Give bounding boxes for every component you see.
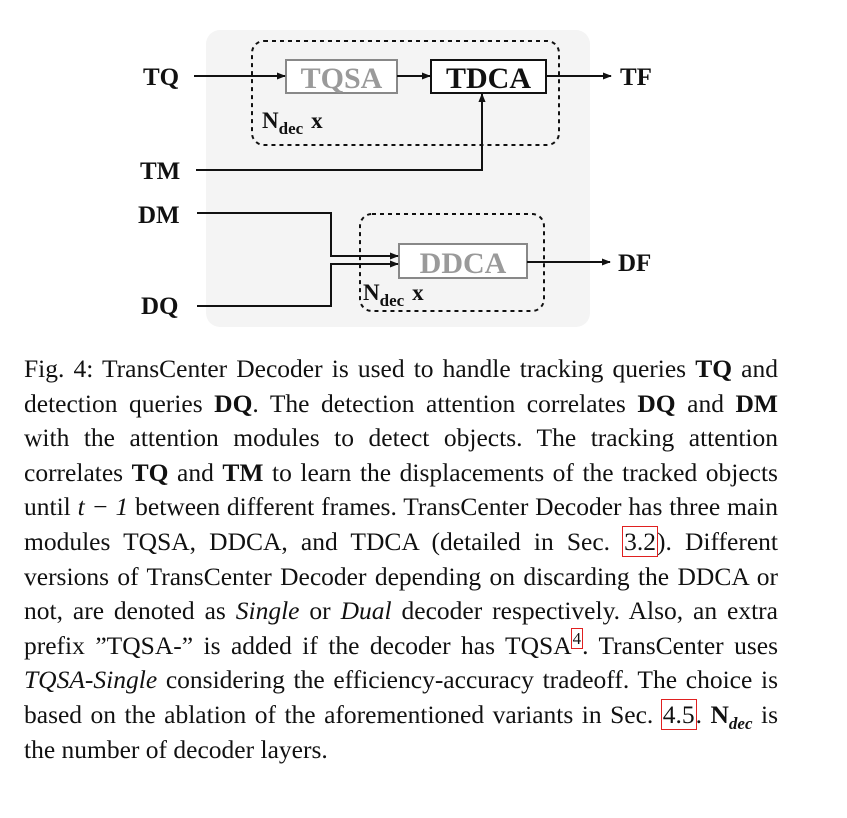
section-3-2-link[interactable]: 3.2 [622,525,659,557]
section-4-5-link[interactable]: 4.5 [660,698,697,730]
dm-arrow [197,212,399,260]
figure-caption: Fig. 4: TransCenter Decoder is used to h… [24,354,779,764]
ddca-module-box [398,243,528,279]
df-output-label: DF [618,250,651,277]
tdca-module-label: TDCA [446,62,531,95]
single-term: Single [235,596,300,626]
tqsa-module-label: TQSA [301,62,383,95]
detection-decoder-dashed-box [359,213,545,312]
dual-term: Dual [340,596,392,626]
dq-input-label: DQ [141,293,179,320]
dq-term: DQ [214,388,253,418]
time-expression: t − 1 [77,492,129,522]
tq-term: TQ [695,354,733,383]
dm-term: DM [735,388,778,418]
tf-output-label: TF [620,64,652,91]
tqsa-single-term: TQSA-Single [24,665,158,695]
footnote-4-link[interactable]: 4 [570,628,584,650]
tq-input-label: TQ [143,64,179,91]
tq-term: TQ [131,457,169,487]
dq-arrow [197,260,399,307]
n-dec-term: Ndec [710,699,753,734]
tm-term: TM [222,457,264,487]
dq-term: DQ [637,388,676,418]
tm-input-label: TM [140,158,180,185]
ddca-module-label: DDCA [420,247,507,280]
tm-arrow [196,93,486,171]
dm-input-label: DM [138,202,180,229]
